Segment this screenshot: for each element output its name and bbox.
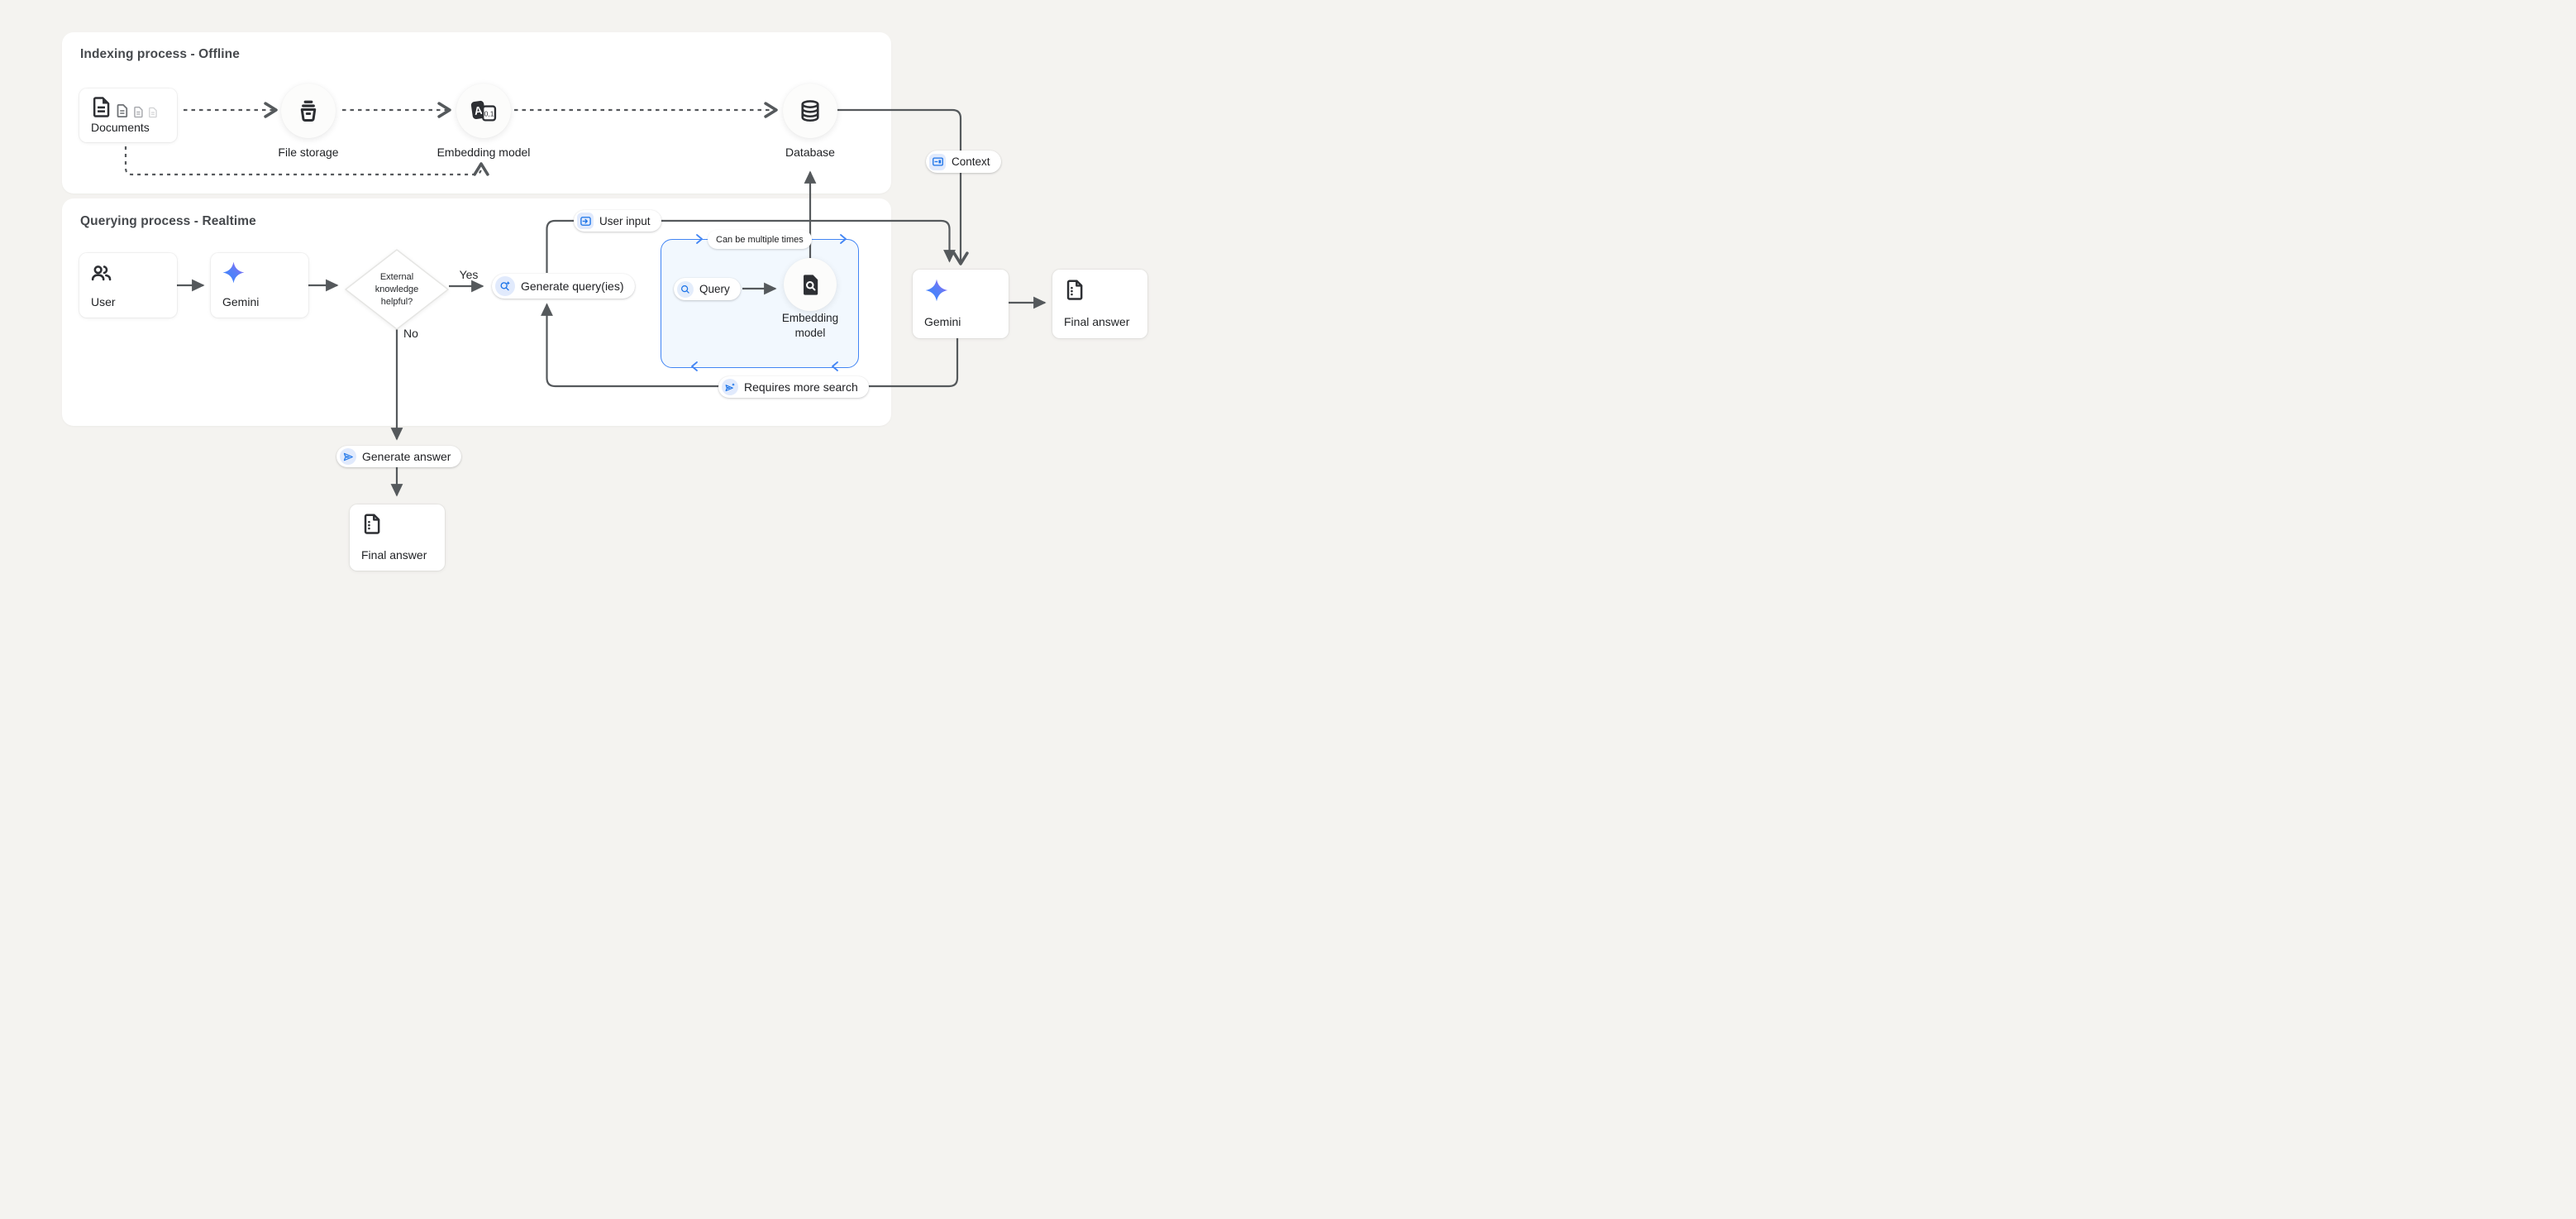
search-loop-box [661,239,859,368]
final-answer-right-label: Final answer [1064,315,1130,328]
documents-card: Documents [79,88,177,142]
yes-label: Yes [459,268,479,281]
input-icon [577,213,594,229]
querying-panel-title: Querying process - Realtime [80,214,256,228]
users-icon [90,262,112,284]
requires-more-search-label: Requires more search [744,380,858,394]
doc-list-icon [1064,279,1086,301]
embedding-model-online-node [784,258,837,311]
context-pill: Context [926,151,1001,173]
generate-queries-pill: Generate query(ies) [492,274,635,299]
embedding-model-offline-node: A 0,1 [456,84,511,138]
final-answer-bottom-label: Final answer [361,548,427,562]
final-answer-bottom-card: Final answer [350,504,445,571]
doc-search-icon [799,273,823,297]
translate-embedding-icon: A 0,1 [470,98,498,124]
query-label: Query [699,283,730,295]
embedding-model-offline-label: Embedding model [436,146,531,159]
gemini-card: Gemini [211,253,308,318]
send-sparkle-icon [722,379,738,395]
can-be-multiple-times-pill: Can be multiple times [708,230,812,249]
send-icon [340,448,356,465]
requires-more-search-pill: Requires more search [718,376,869,398]
gemini-label: Gemini [222,295,260,308]
no-label: No [403,327,418,340]
file-storage-label: File storage [278,146,339,159]
embedding-model-online-label: Embedding model [781,312,839,339]
diagram-canvas: Indexing process - Offline Querying proc… [0,0,1288,610]
svg-text:0,1: 0,1 [484,109,494,117]
context-pill-label: Context [952,155,990,168]
database-node [783,84,837,138]
gemini-star-icon [222,261,246,284]
doc-list-icon [361,513,384,535]
decision-text: External knowledge helpful? [374,271,419,307]
file-storage-node [281,84,336,138]
user-input-pill: User input [574,210,661,232]
generate-queries-label: Generate query(ies) [521,280,624,293]
loop-arrow-right-icon [838,233,848,245]
loop-arrow-left-icon [830,361,840,372]
search-sparkle-icon [495,276,515,296]
svg-text:A: A [474,103,484,117]
context-article-icon [929,153,946,170]
file-storage-icon [296,98,321,123]
search-icon [677,280,694,298]
loop-arrow-right-icon [694,233,704,245]
can-be-multiple-times-label: Can be multiple times [716,234,804,245]
loop-arrow-left-icon [689,361,699,372]
database-icon [798,98,823,123]
generate-answer-label: Generate answer [362,450,451,463]
documents-icon [90,96,159,118]
user-card: User [79,253,177,318]
query-pill: Query [674,278,741,300]
final-answer-right-card: Final answer [1052,270,1147,338]
gemini-final-card: Gemini [913,270,1009,338]
indexing-panel-title: Indexing process - Offline [80,47,240,61]
documents-label: Documents [91,121,150,134]
user-input-label: User input [599,214,651,227]
gemini-final-label: Gemini [924,315,961,328]
user-label: User [91,295,116,308]
gemini-star-icon [924,278,949,303]
database-label: Database [785,146,835,159]
generate-answer-pill: Generate answer [336,446,462,467]
